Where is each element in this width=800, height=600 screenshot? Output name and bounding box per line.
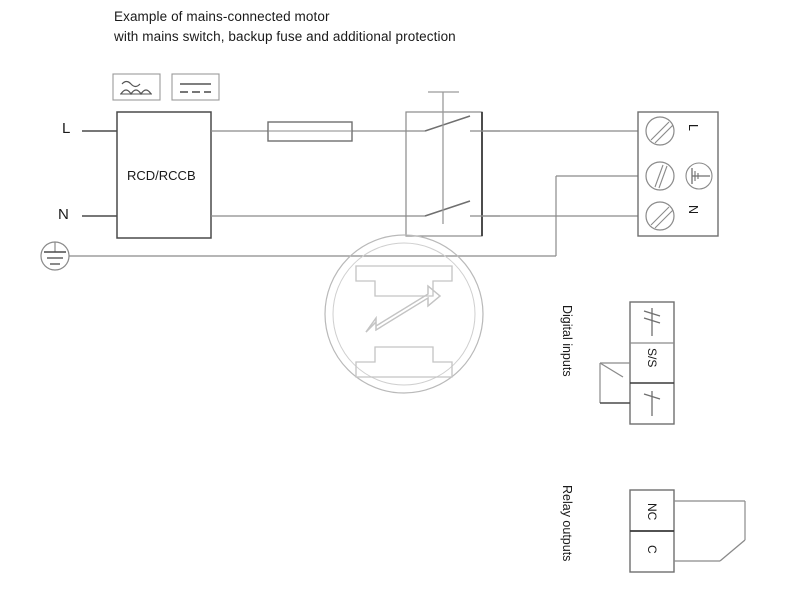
motor-pump-symbol [324,234,484,394]
terminal-label-neutral: N [686,205,700,215]
rcd-smooth-dc-symbol [171,73,220,101]
mains-terminal-block [637,111,719,237]
rcd-rccb-label: RCD/RCCB [127,168,196,183]
relay-outputs-external-contact [674,500,746,562]
contact-blade [719,539,746,562]
live-supply-label: L [62,120,71,137]
relay-terminal-label-c: C [645,545,659,554]
digital-input-terminal-label-ss: S/S [645,348,659,368]
mains-switch [405,91,500,237]
screw-terminal-neutral[interactable] [645,201,675,231]
digital-input-common-symbol [643,391,661,416]
earth-ground-symbol [40,241,70,271]
switch-blade-pole-2 [424,200,471,217]
digital-inputs-group-label: Digital inputs [560,305,574,377]
switch-blade-pole-1 [424,115,471,132]
relay-terminal-label-nc: NC [645,503,659,521]
screw-terminal-earth[interactable] [645,161,675,191]
page-title-line-1: Example of mains-connected motor [114,9,330,24]
rcd-rccb-block [116,111,212,239]
earth-terminal-icon [685,162,713,190]
backup-fuse [267,121,353,142]
relay-outputs-group-label: Relay outputs [560,485,574,562]
contact-blade [599,362,624,378]
digital-input-symbol [643,308,661,336]
digital-inputs-external-contact [599,362,630,404]
screw-terminal-live[interactable] [645,116,675,146]
supply-wires [82,130,117,217]
rcd-ac-pulsating-dc-symbol [112,73,161,101]
relay-outputs-terminal-block [629,489,675,573]
terminal-label-live: L [686,124,700,131]
page-title-line-2: with mains switch, backup fuse and addit… [114,29,456,44]
neutral-supply-label: N [58,206,69,223]
digital-inputs-terminal-block [629,301,675,425]
wire-switch-to-terminals [482,130,638,217]
